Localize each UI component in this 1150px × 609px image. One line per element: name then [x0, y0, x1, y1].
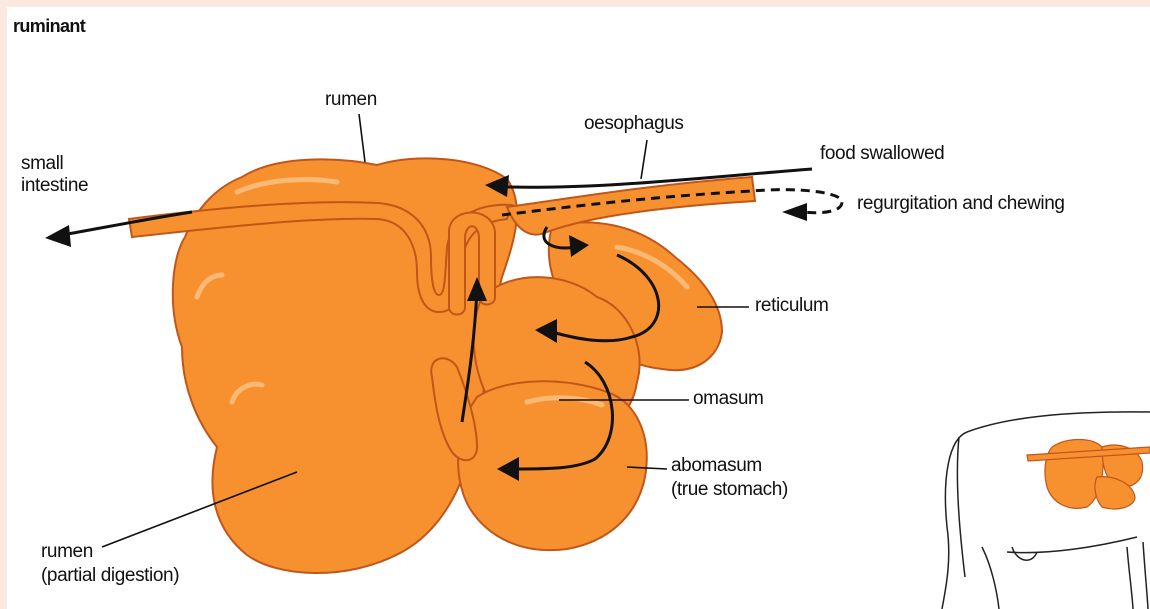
label-reticulum: reticulum	[755, 295, 828, 317]
leader-rumen-top	[359, 114, 365, 162]
label-regurgitation: regurgitation and chewing	[857, 193, 1065, 215]
label-small-intestine-1: small	[21, 153, 63, 175]
label-partial-digestion: (partial digestion)	[41, 565, 179, 587]
label-food-swallowed: food swallowed	[820, 143, 944, 165]
cow-rear	[942, 432, 967, 609]
label-rumen-bottom: rumen	[41, 541, 93, 563]
label-small-intestine-2: intestine	[21, 175, 88, 197]
cow-front-leg-1	[1127, 547, 1133, 609]
arrowhead-small-intestine	[45, 225, 71, 247]
ruminant-stomach-diagram	[7, 7, 1150, 609]
cow-stomach-mini	[1027, 440, 1150, 509]
label-true-stomach: (true stomach)	[671, 479, 788, 501]
page-title: ruminant	[13, 15, 85, 37]
mini-rumen	[1045, 440, 1103, 509]
cow-front-leg-2	[1143, 542, 1148, 609]
arrow-food-swallowed	[507, 169, 812, 187]
cow-inset	[942, 412, 1150, 609]
cow-back	[967, 412, 1150, 432]
cow-outline	[942, 412, 1150, 609]
stomach-body	[129, 158, 755, 573]
abomasum-shape	[458, 381, 647, 550]
label-omasum: omasum	[693, 388, 763, 410]
label-abomasum: abomasum	[671, 455, 762, 477]
cow-tail	[957, 437, 965, 577]
cow-hind-leg	[982, 547, 999, 609]
leader-oesophagus	[641, 140, 647, 179]
diagram-panel: ruminant rumen oesophagus food swallowed…	[7, 7, 1150, 609]
arrowhead-regurgitation	[782, 203, 807, 221]
label-oesophagus: oesophagus	[584, 113, 684, 135]
label-rumen-top: rumen	[325, 89, 377, 111]
cow-udder	[1012, 547, 1037, 560]
cow-belly	[1007, 537, 1137, 553]
